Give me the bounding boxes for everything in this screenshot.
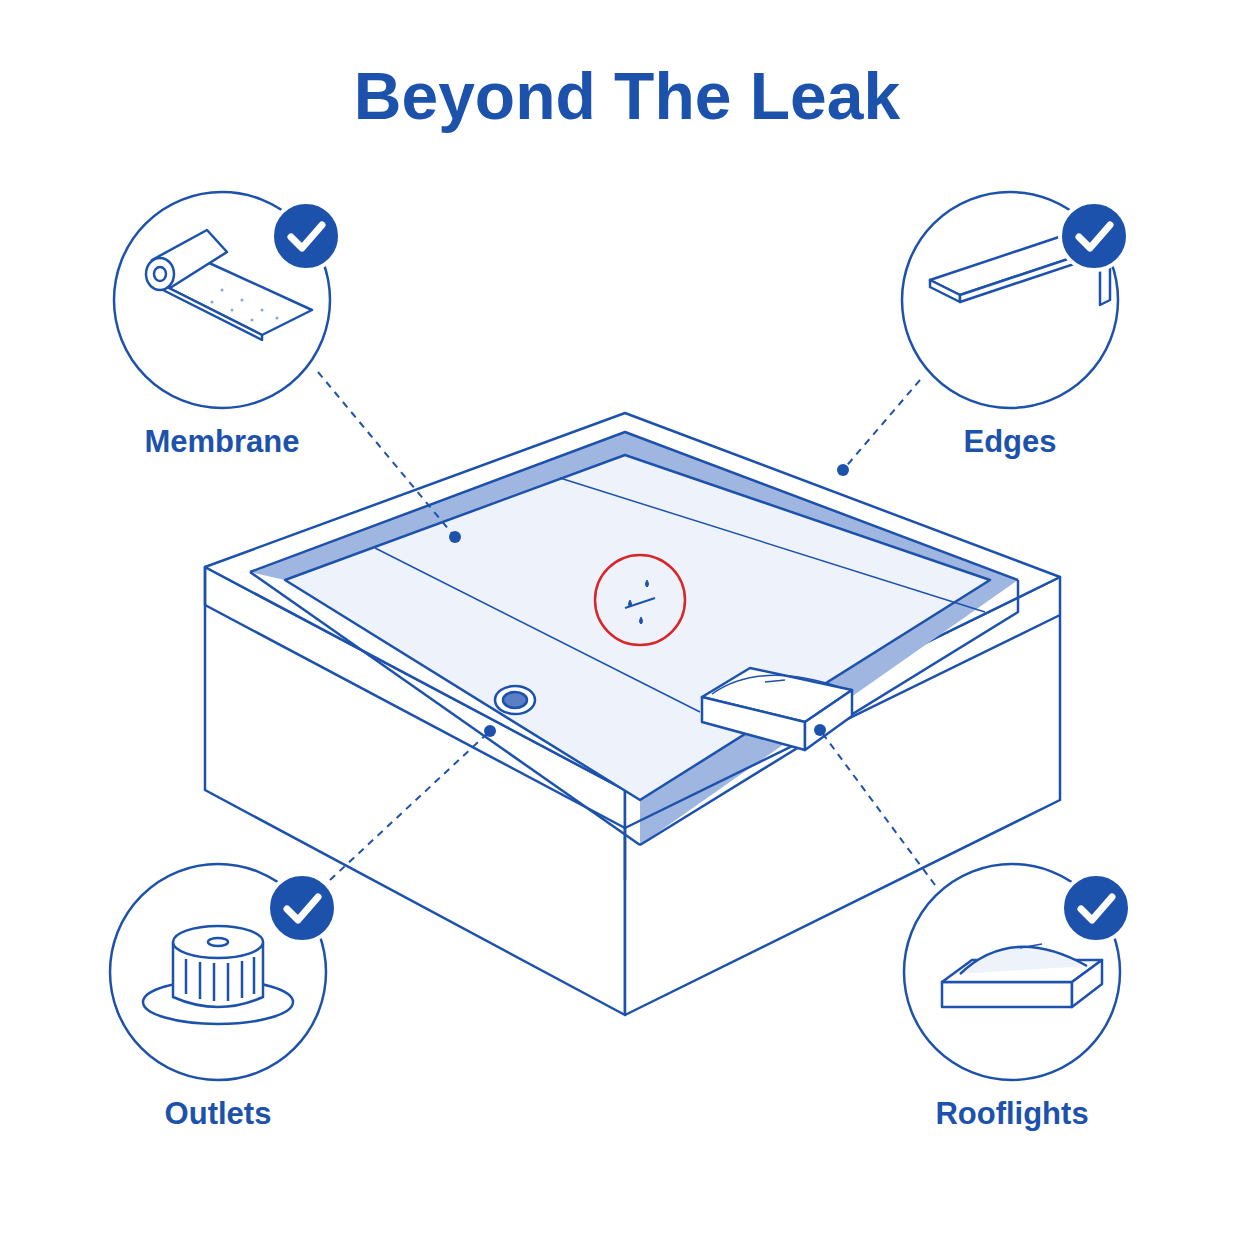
feature-label: Edges (840, 424, 1180, 460)
title: Beyond The Leak (0, 58, 1254, 134)
circle-icon (92, 185, 352, 415)
feature-label: Rooflights (842, 1096, 1182, 1132)
feature-circle: Membrane (92, 185, 352, 475)
feature-circle: Edges (880, 185, 1140, 475)
circle-icon (882, 857, 1142, 1087)
circle-icon (88, 857, 348, 1087)
circle-icon (880, 185, 1140, 415)
feature-label: Membrane (52, 424, 392, 460)
feature-label: Outlets (48, 1096, 388, 1132)
feature-circle: Outlets (88, 857, 348, 1147)
feature-circle: Rooflights (882, 857, 1142, 1147)
